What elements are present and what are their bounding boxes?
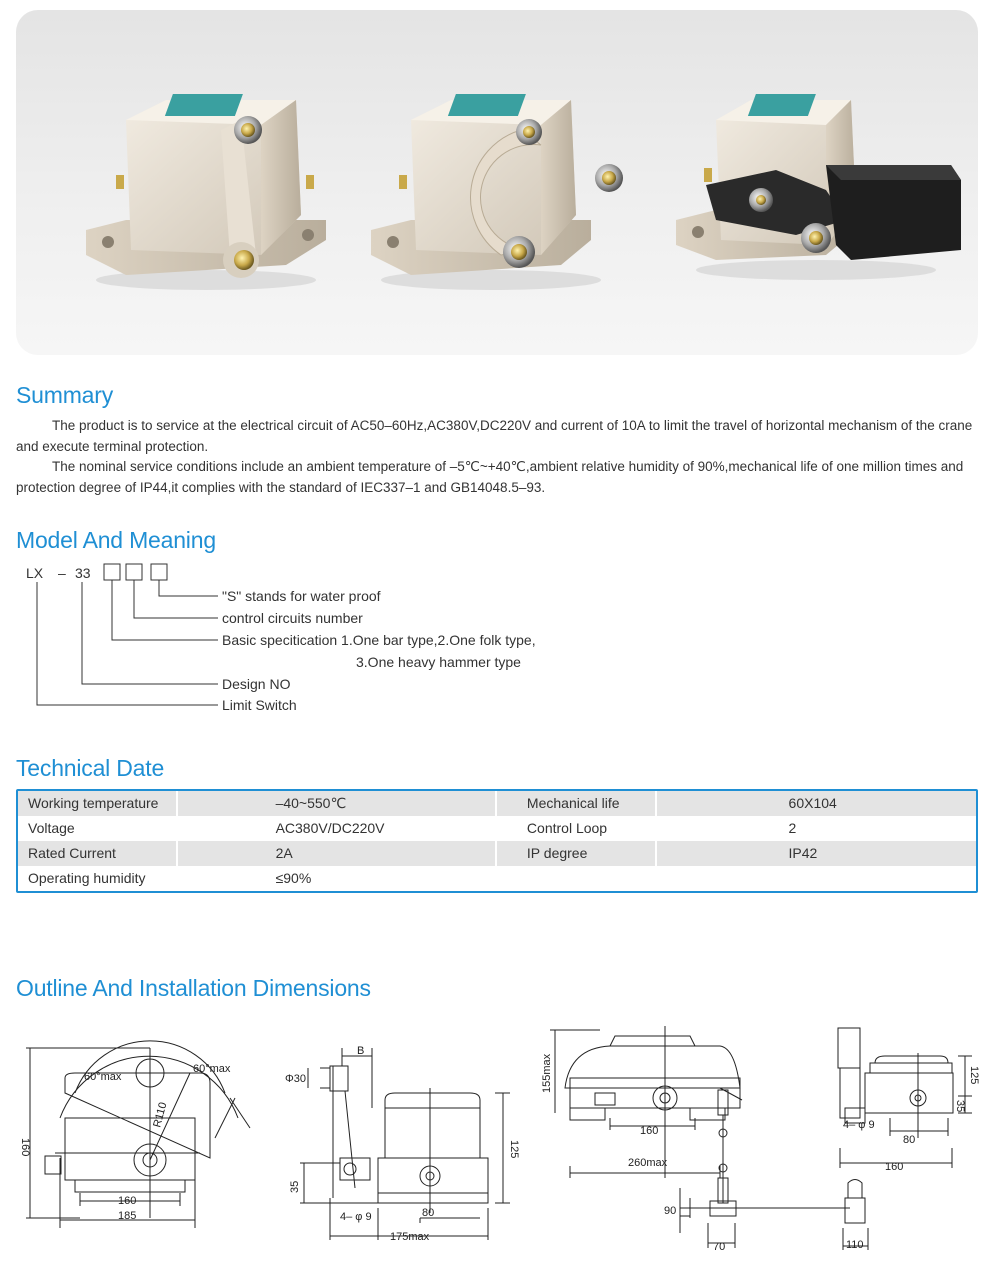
d2-b: B bbox=[357, 1045, 364, 1057]
table-cell: IP42 bbox=[788, 845, 818, 861]
code-prefix: LX bbox=[26, 565, 44, 581]
drawing-fork-type bbox=[300, 1048, 510, 1240]
fork-type-switch bbox=[371, 94, 623, 290]
code-box-2 bbox=[125, 563, 143, 581]
table-cell: Voltage bbox=[18, 816, 178, 841]
outline-title: Outline And Installation Dimensions bbox=[16, 975, 371, 1001]
d2-phi: Φ30 bbox=[285, 1073, 306, 1085]
d1-max-right: 60°max bbox=[193, 1063, 231, 1075]
d3-w260: 260max bbox=[628, 1157, 668, 1169]
table-cell: Control Loop bbox=[497, 816, 657, 841]
d3-w160: 160 bbox=[640, 1125, 658, 1137]
drawing-bar-type bbox=[26, 1040, 251, 1228]
table-cell: –40~550℃ bbox=[178, 791, 497, 816]
d3-w110: 110 bbox=[846, 1239, 864, 1251]
d3-w70: 70 bbox=[713, 1241, 725, 1253]
d1-inner: 160 bbox=[118, 1195, 136, 1207]
line-basic bbox=[111, 580, 218, 641]
label-waterproof: "S" stands for water proof bbox=[222, 588, 381, 604]
d4-h125: 125 bbox=[968, 1066, 980, 1084]
summary-paragraph-1: The product is to service at the electri… bbox=[16, 418, 973, 454]
model-code-lines bbox=[36, 563, 218, 706]
d2-holes: 4– φ 9 bbox=[340, 1211, 372, 1223]
code-box-1 bbox=[103, 563, 121, 581]
summary-title: Summary bbox=[16, 382, 114, 408]
table-cell: 2 bbox=[788, 820, 797, 836]
d2-height: 125 bbox=[508, 1140, 520, 1158]
label-design: Design NO bbox=[222, 676, 291, 692]
table-cell: AC380V/DC220V bbox=[178, 816, 497, 841]
d3-w90: 90 bbox=[664, 1205, 676, 1217]
drawing-hammer-side bbox=[837, 1027, 972, 1168]
table-row: Working temperature –40~550℃ Mechanical … bbox=[18, 791, 976, 816]
label-basic: Basic specitication 1.One bar type,2.One… bbox=[222, 632, 536, 648]
label-basic-cont: 3.One heavy hammer type bbox=[356, 654, 521, 670]
table-cell: ≤90% bbox=[178, 866, 497, 891]
label-circuits: control circuits number bbox=[222, 610, 363, 626]
code-dash: – bbox=[58, 565, 66, 581]
d2-h35: 35 bbox=[289, 1181, 301, 1193]
d4-h35: 35 bbox=[954, 1100, 966, 1112]
line-design bbox=[81, 582, 218, 685]
table-cell: IP degree bbox=[497, 841, 657, 866]
table-cell: Working temperature bbox=[18, 791, 178, 816]
heavy-hammer-switch bbox=[676, 94, 961, 280]
table-cell: Operating humidity bbox=[18, 866, 178, 891]
table-cell: 2A bbox=[178, 841, 497, 866]
model-code-diagram: LX – 33 "S" stands for water proof contr… bbox=[0, 560, 1000, 720]
summary-paragraph-2: The nominal service conditions include a… bbox=[16, 459, 964, 495]
d3-h155: 155max bbox=[541, 1053, 553, 1093]
table-cell bbox=[497, 866, 657, 891]
d1-max-left: 60°max bbox=[84, 1071, 122, 1083]
d4-holes: 4– φ 9 bbox=[843, 1119, 875, 1131]
line-circuits bbox=[133, 580, 218, 619]
d2-w80: 80 bbox=[422, 1207, 434, 1219]
summary-text: The product is to service at the electri… bbox=[16, 416, 984, 498]
limit-switch-photos bbox=[86, 94, 961, 290]
d1-height: 160 bbox=[19, 1138, 31, 1156]
code-box-3 bbox=[150, 563, 168, 581]
d1-outer: 185 bbox=[118, 1210, 136, 1222]
model-title: Model And Meaning bbox=[16, 527, 216, 553]
line-limit bbox=[36, 582, 218, 706]
technical-title: Technical Date bbox=[16, 755, 165, 781]
d4-w160: 160 bbox=[885, 1161, 903, 1173]
table-cell: 60X104 bbox=[788, 795, 837, 811]
product-photo-panel bbox=[16, 10, 978, 355]
dimension-drawings: 60°max 60°max R110 160 160 185 Φ30 B 125… bbox=[19, 1026, 980, 1253]
bar-type-switch bbox=[86, 94, 326, 290]
label-limit: Limit Switch bbox=[222, 697, 297, 713]
line-waterproof bbox=[158, 580, 218, 597]
table-cell: Rated Current bbox=[18, 841, 178, 866]
table-row: Operating humidity ≤90% bbox=[18, 866, 976, 891]
drawing-hammer-front bbox=[550, 1026, 869, 1250]
d4-w80: 80 bbox=[903, 1134, 915, 1146]
table-row: Rated Current 2A IP degree IP42 bbox=[18, 841, 976, 866]
table-row: Voltage AC380V/DC220V Control Loop 2 bbox=[18, 816, 976, 841]
d2-w175: 175max bbox=[390, 1231, 430, 1243]
code-number: 33 bbox=[75, 565, 91, 581]
technical-table: Working temperature –40~550℃ Mechanical … bbox=[16, 789, 978, 893]
table-cell bbox=[657, 866, 976, 891]
table-cell: Mechanical life bbox=[497, 791, 657, 816]
